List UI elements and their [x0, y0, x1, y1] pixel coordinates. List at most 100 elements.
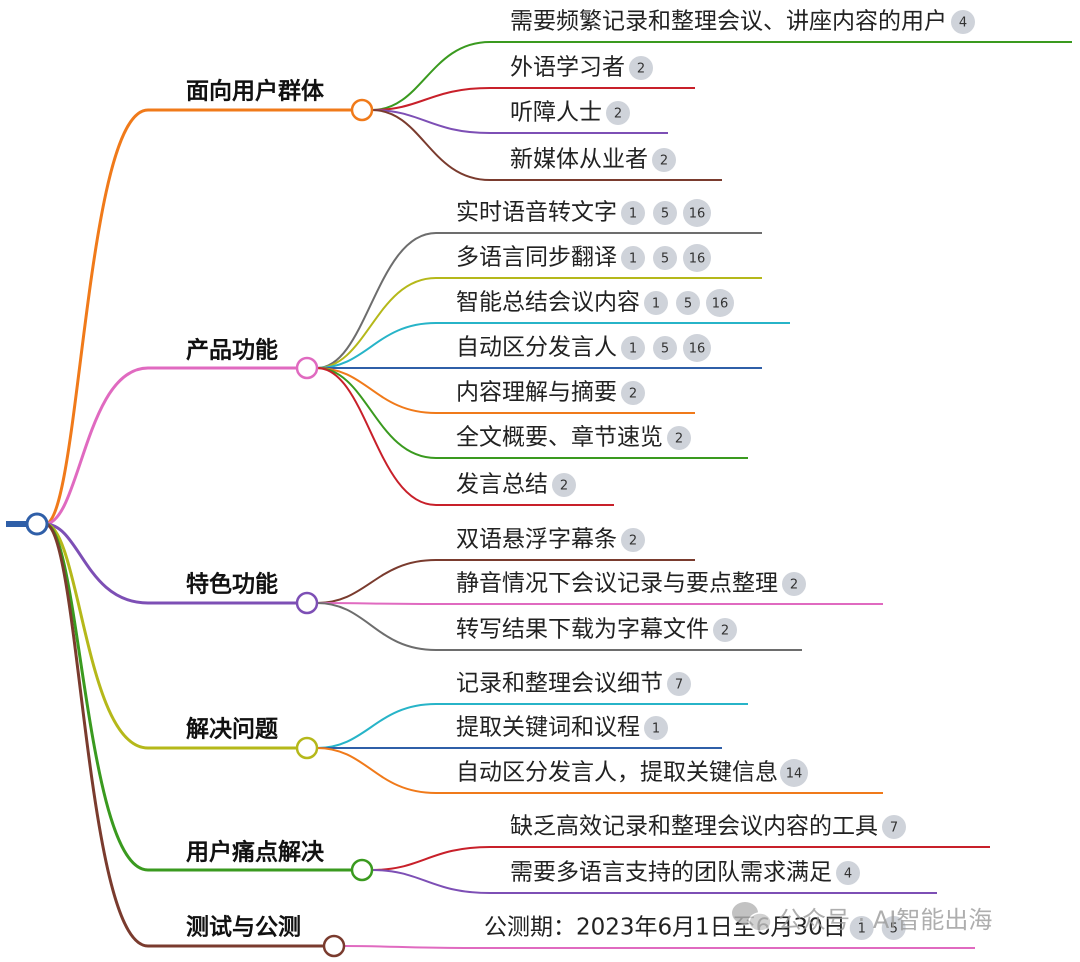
- branch-6-leaf-1-text[interactable]: 公测期：2023年6月1日至6月30日: [484, 915, 846, 941]
- badge-circle: [606, 101, 630, 125]
- reference-badge[interactable]: 1: [621, 336, 645, 360]
- badge-circle: [780, 759, 808, 787]
- branch-1-leaf-4-text[interactable]: 新媒体从业者: [510, 147, 648, 173]
- reference-badge[interactable]: 1: [644, 716, 668, 740]
- reference-badge[interactable]: 7: [882, 815, 906, 839]
- branch-3-leaf-1-text[interactable]: 双语悬浮字幕条: [456, 527, 617, 553]
- reference-badge[interactable]: 16: [683, 334, 711, 362]
- branch-5-node[interactable]: [350, 858, 374, 882]
- branch-1-leaf-1-text[interactable]: 需要频繁记录和整理会议、讲座内容的用户: [510, 9, 947, 35]
- reference-badge[interactable]: 14: [780, 759, 808, 787]
- branch-5-leaf-1-text[interactable]: 缺乏高效记录和整理会议内容的工具: [510, 814, 878, 840]
- badge-circle: [676, 291, 700, 315]
- badge-number: 4: [844, 867, 852, 882]
- branch-6-label[interactable]: 测试与公测: [186, 915, 301, 941]
- branch-6-node[interactable]: [322, 934, 346, 958]
- reference-badge[interactable]: 5: [653, 201, 677, 225]
- branch-4-node[interactable]: [295, 736, 319, 760]
- branch-2-leaf-7-text[interactable]: 发言总结: [456, 472, 548, 498]
- reference-badge[interactable]: 5: [653, 336, 677, 360]
- reference-badge[interactable]: 2: [621, 381, 645, 405]
- branch-5-leaf-2-text[interactable]: 需要多语言支持的团队需求满足: [510, 860, 832, 886]
- reference-badge[interactable]: 2: [652, 148, 676, 172]
- branch-1-node[interactable]: [350, 98, 374, 122]
- badge-circle: [667, 426, 691, 450]
- badge-number: 5: [661, 342, 669, 357]
- reference-badge[interactable]: 2: [713, 618, 737, 642]
- badge-number: 16: [689, 342, 706, 357]
- connectors: [6, 41, 1072, 949]
- reference-badge[interactable]: 4: [951, 10, 975, 34]
- branch-4-leaf-3-text[interactable]: 自动区分发言人，提取关键信息: [456, 760, 778, 786]
- reference-badge[interactable]: 2: [667, 426, 691, 450]
- reference-badge[interactable]: 16: [706, 289, 734, 317]
- branch-2-leaf-1-text[interactable]: 实时语音转文字: [456, 200, 617, 226]
- badge-circle: [667, 672, 691, 696]
- reference-badge[interactable]: 7: [667, 672, 691, 696]
- badge-circle: [882, 815, 906, 839]
- branch-3-label[interactable]: 特色功能: [186, 571, 278, 598]
- reference-badge[interactable]: 5: [881, 916, 906, 940]
- reference-badge[interactable]: 16: [683, 199, 711, 227]
- badge-circle: [683, 334, 711, 362]
- branch-2-leaf-2-connector: [316, 277, 762, 369]
- branch-2-leaf-5-text[interactable]: 内容理解与摘要: [456, 380, 617, 406]
- badge-number: 1: [629, 252, 637, 267]
- badge-number: 2: [660, 154, 668, 169]
- badge-number: 5: [684, 297, 692, 312]
- badge-number: 16: [712, 297, 729, 312]
- badge-number: 2: [629, 387, 637, 402]
- badge-circle: [621, 201, 645, 225]
- reference-badge[interactable]: 4: [836, 861, 860, 885]
- branch-4-leaf-2-text[interactable]: 提取关键词和议程: [456, 715, 640, 741]
- badge-number: 7: [675, 678, 683, 693]
- branch-1-leaf-2-text[interactable]: 外语学习者: [510, 55, 625, 81]
- watermark-text: 公众号 · AI智能出海: [778, 906, 992, 934]
- reference-badge[interactable]: 2: [629, 56, 653, 80]
- branch-4-leaf-1-text[interactable]: 记录和整理会议细节: [456, 671, 663, 697]
- branch-2-leaf-4-text[interactable]: 自动区分发言人: [456, 335, 617, 361]
- badge-number: 1: [629, 342, 637, 357]
- reference-badge[interactable]: 2: [621, 528, 645, 552]
- reference-badge[interactable]: 1: [849, 916, 874, 940]
- branch-2-leaf-3-text[interactable]: 智能总结会议内容: [456, 290, 640, 316]
- branch-6-connector: [44, 522, 324, 948]
- reference-badge[interactable]: 1: [644, 291, 668, 315]
- branch-2-leaf-6-text[interactable]: 全文概要、章节速览: [456, 425, 663, 451]
- branch-2-leaf-2-text[interactable]: 多语言同步翻译: [456, 245, 617, 271]
- branch-1-label[interactable]: 面向用户群体: [186, 78, 325, 105]
- branch-5-label[interactable]: 用户痛点解决: [186, 839, 325, 866]
- branch-3-leaf-2-text[interactable]: 静音情况下会议记录与要点整理: [456, 571, 778, 597]
- reference-badge[interactable]: 1: [621, 201, 645, 225]
- watermark: 公众号 · AI智能出海: [732, 902, 992, 934]
- badge-number: 2: [614, 107, 622, 122]
- branch-6-leaf-1-connector: [343, 945, 975, 949]
- badge-circle: [951, 10, 975, 34]
- badge-circle: [881, 916, 906, 940]
- badge-number: 2: [629, 534, 637, 549]
- badge-number: 2: [637, 62, 645, 77]
- reference-badge[interactable]: 16: [683, 244, 711, 272]
- branch-1-leaf-3-text[interactable]: 听障人士: [510, 100, 602, 126]
- branch-2-label[interactable]: 产品功能: [186, 337, 278, 364]
- root-node[interactable]: [25, 512, 49, 536]
- branch-3-node[interactable]: [295, 591, 319, 615]
- reference-badge[interactable]: 2: [782, 572, 806, 596]
- branch-1-leaf-3-connector: [371, 109, 668, 134]
- branch-5-leaf-2-connector: [371, 869, 937, 894]
- branch-2-node[interactable]: [295, 356, 319, 380]
- branch-1-leaf-2-connector: [371, 87, 695, 111]
- reference-badge[interactable]: 1: [621, 246, 645, 270]
- branch-3-leaf-3-text[interactable]: 转写结果下载为字幕文件: [456, 617, 709, 643]
- branch-2-leaf-1-connector: [316, 232, 762, 369]
- branch-4-leaf-3-connector: [316, 747, 883, 794]
- branch-3-leaf-2-connector: [316, 602, 883, 605]
- branch-4-label[interactable]: 解决问题: [186, 716, 278, 743]
- branch-3-connector: [44, 522, 297, 605]
- reference-badge[interactable]: 5: [653, 246, 677, 270]
- badge-circle: [713, 618, 737, 642]
- reference-badge[interactable]: 5: [676, 291, 700, 315]
- reference-badge[interactable]: 2: [606, 101, 630, 125]
- reference-badge[interactable]: 2: [552, 473, 576, 497]
